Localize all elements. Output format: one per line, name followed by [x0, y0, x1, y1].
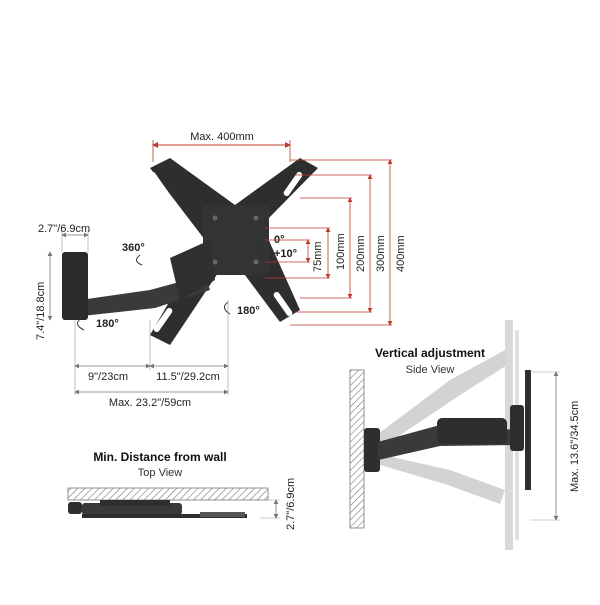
vesa-center-plate — [203, 205, 269, 275]
vesa-300-label: 300mm — [375, 235, 387, 272]
arm1-length-label: 9"/23cm — [88, 371, 128, 383]
side-view-title: Vertical adjustment — [375, 346, 485, 360]
plate-height-label: 7.4"/18.8cm — [35, 282, 47, 340]
arm2-length-label: 11.5"/29.2cm — [156, 371, 220, 383]
tilt-plus10-label: +10° — [274, 248, 297, 260]
side-view: Vertical adjustment Side View Max. 13.6"… — [349, 320, 581, 550]
top-wall — [67, 487, 269, 501]
vesa-vertical-dims — [265, 159, 393, 326]
max-width-label: Max. 400mm — [190, 131, 254, 143]
rotation-180-left-arrow-icon — [77, 317, 85, 331]
rotation-180-right-arrow-icon — [224, 301, 231, 315]
front-view: Max. 400mm 360° 180° 180° — [35, 131, 407, 409]
vesa-75-label: 75mm — [312, 241, 324, 272]
tv-profile — [525, 370, 531, 490]
side-wall — [349, 369, 365, 529]
side-view-subtitle: Side View — [406, 364, 455, 376]
plate-depth-label: 2.7"/6.9cm — [38, 223, 90, 235]
top-view-subtitle: Top View — [138, 467, 182, 479]
tilt-arrow-icon — [262, 237, 267, 255]
rotation-360-arrow-icon — [136, 254, 143, 266]
swing-arm — [80, 240, 215, 316]
rotation-180-left-label: 180° — [96, 318, 119, 330]
tv-top-profile — [82, 514, 247, 518]
rotation-360-label: 360° — [122, 242, 145, 254]
min-depth-label: 2.7"/6.9cm — [285, 478, 297, 530]
vesa-100-label: 100mm — [335, 233, 347, 270]
top-view-title: Min. Distance from wall — [93, 450, 226, 464]
vesa-200-label: 200mm — [355, 235, 367, 272]
top-view: Min. Distance from wall Top View 2.7"/6.… — [67, 450, 297, 530]
total-extension-label: Max. 23.2"/59cm — [109, 397, 191, 409]
rotation-180-right-label: 180° — [237, 305, 260, 317]
wall-plate — [62, 252, 88, 320]
vesa-400-label: 400mm — [395, 235, 407, 272]
vesa-plate — [149, 158, 318, 345]
side-mount — [364, 370, 531, 490]
top-mount — [68, 500, 247, 518]
height-adjust-label: Max. 13.6"/34.5cm — [569, 401, 581, 492]
